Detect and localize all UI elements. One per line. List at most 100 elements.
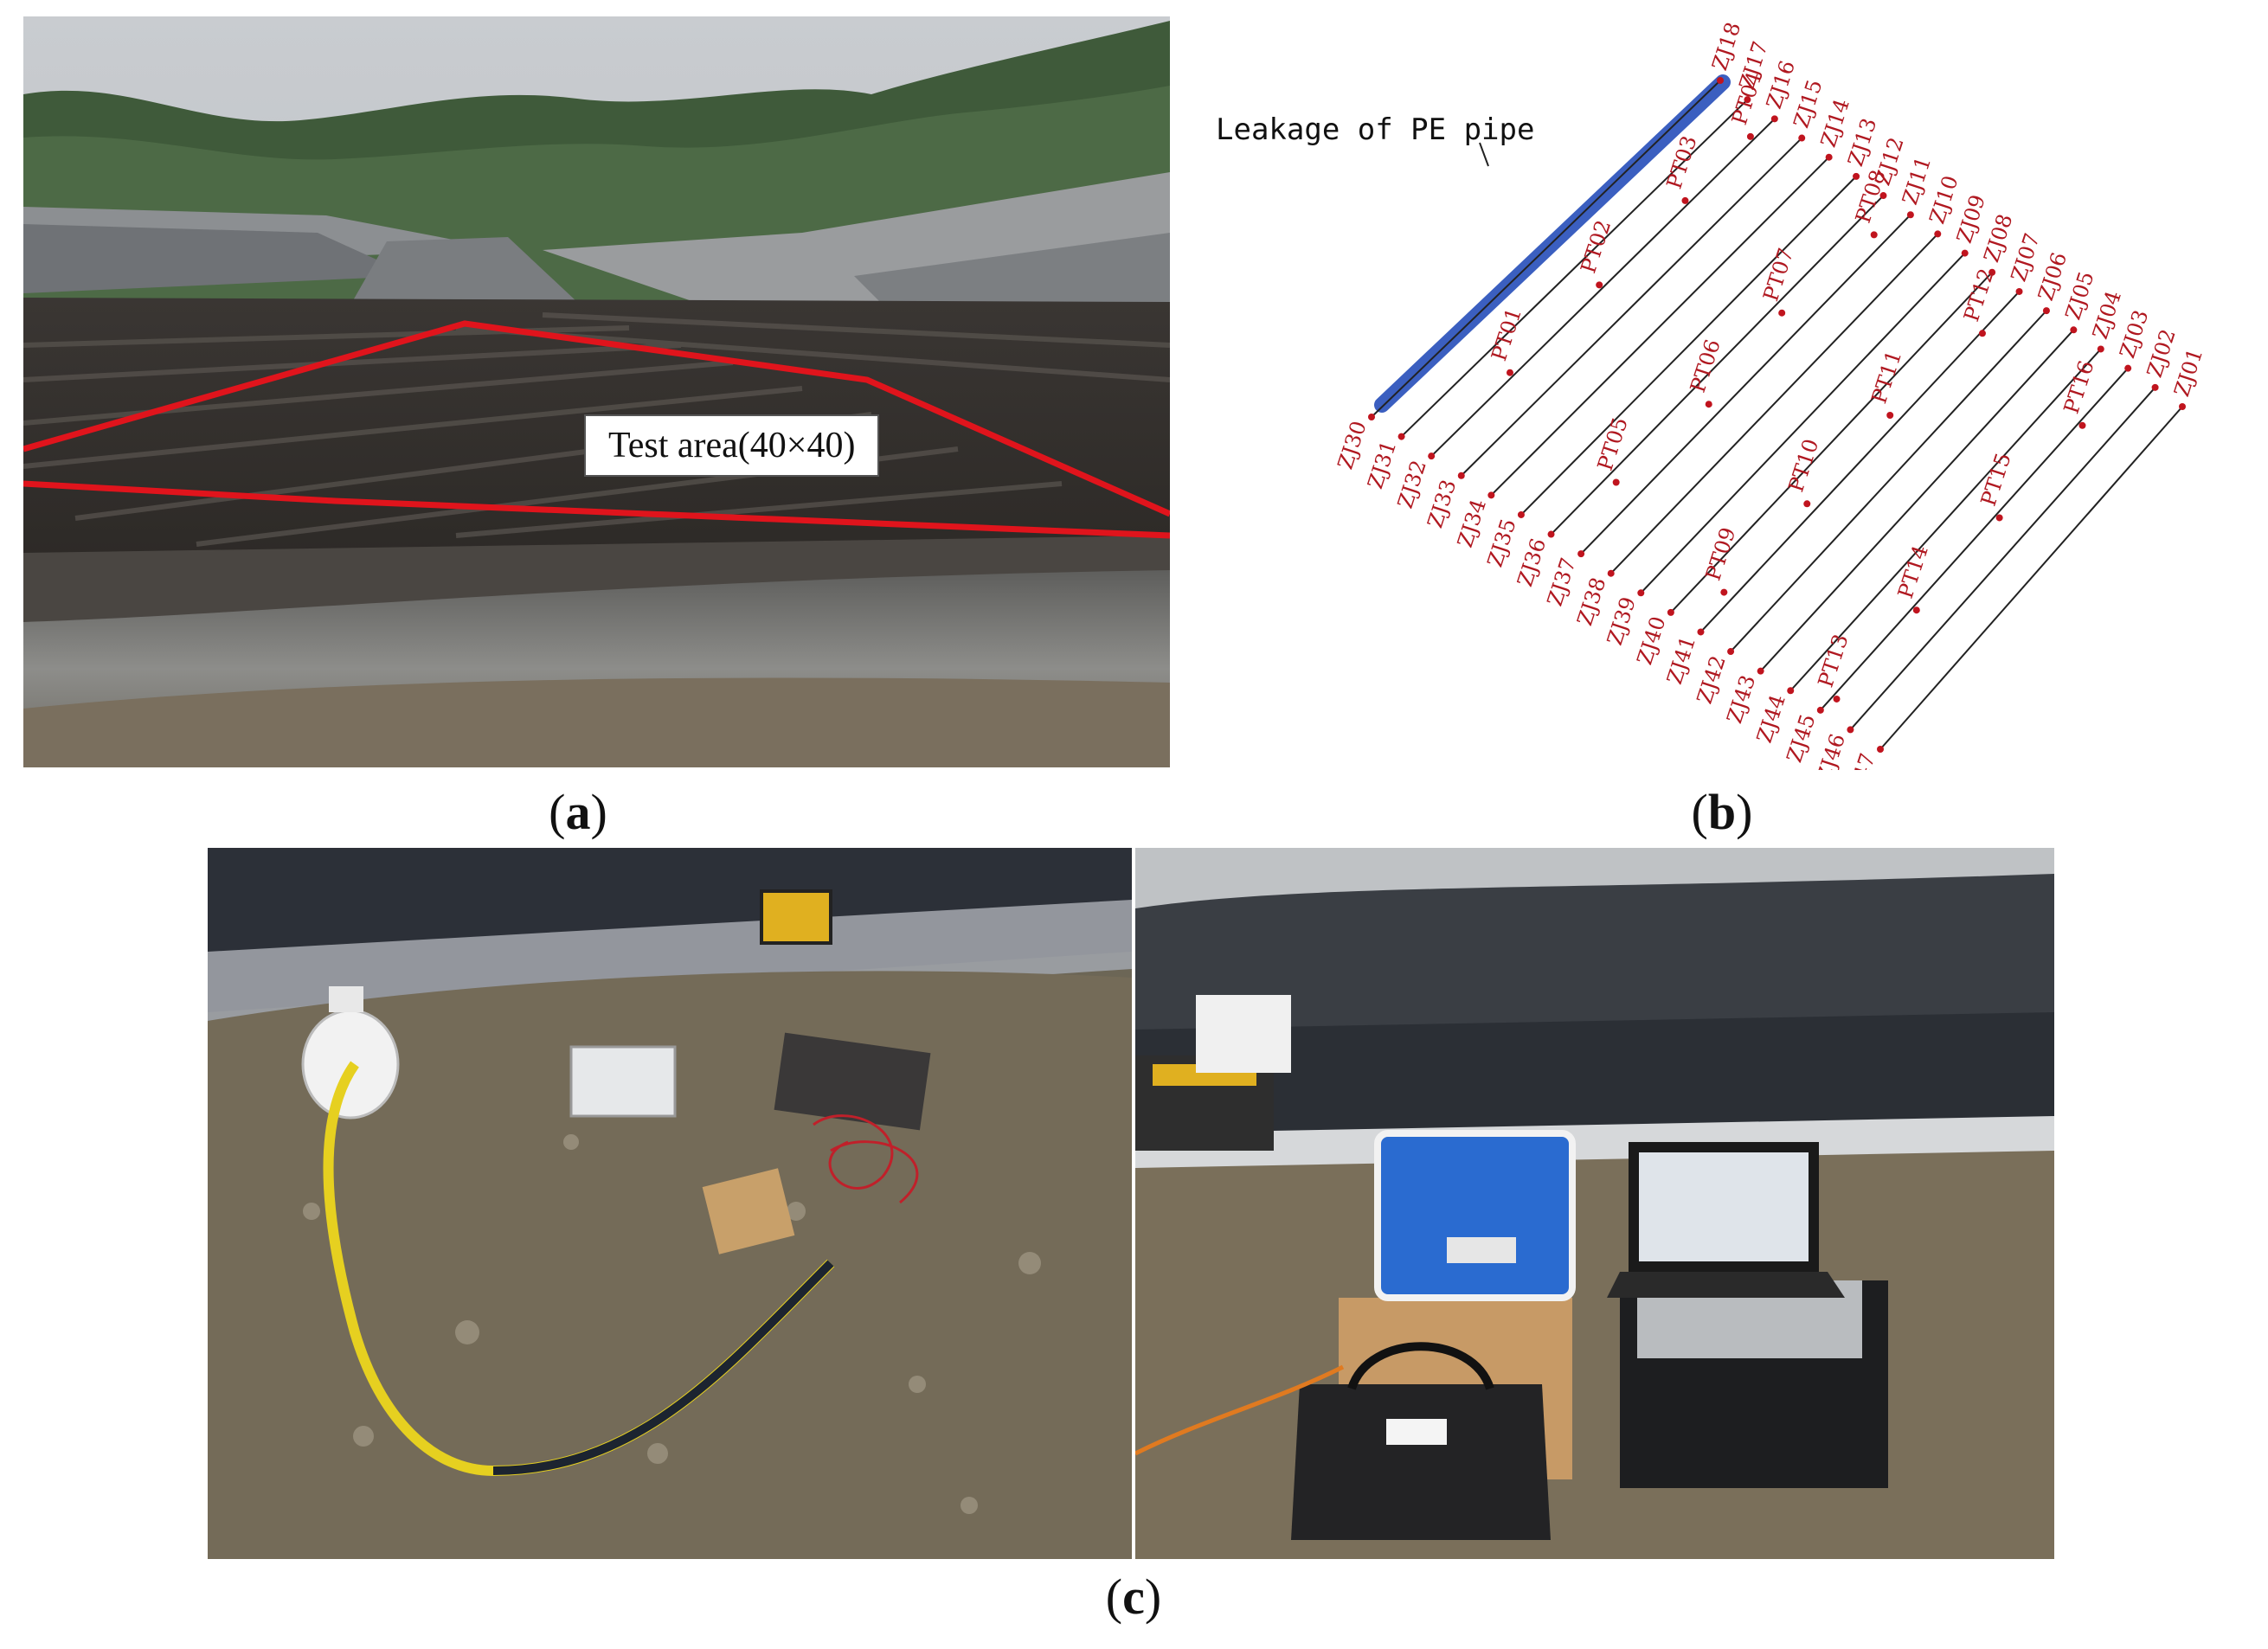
survey-point-zj14 bbox=[1825, 153, 1833, 161]
point-label-zj31: ZJ31 bbox=[1363, 438, 1401, 492]
survey-point-zj33 bbox=[1457, 472, 1465, 479]
pt-point-pt13 bbox=[1833, 695, 1841, 703]
survey-point-zj37 bbox=[1577, 550, 1585, 558]
pt-label-pt06: PT06 bbox=[1686, 337, 1725, 395]
point-label-zj38: ZJ38 bbox=[1572, 574, 1610, 629]
pt-point-pt11 bbox=[1886, 412, 1894, 420]
point-label-zj34: ZJ34 bbox=[1453, 497, 1491, 551]
pt-label-pt11: PT11 bbox=[1866, 348, 1906, 407]
point-label-zj09: ZJ09 bbox=[1952, 192, 1990, 247]
point-label-zj42: ZJ42 bbox=[1693, 652, 1731, 707]
point-label-zj03: ZJ03 bbox=[2115, 307, 2153, 362]
survey-point-zj08 bbox=[1989, 268, 1996, 276]
point-label-zj02: ZJ02 bbox=[2143, 326, 2181, 381]
point-label-zj40: ZJ40 bbox=[1632, 613, 1670, 668]
point-label-zj13: ZJ13 bbox=[1843, 115, 1881, 170]
survey-point-zj43 bbox=[1757, 667, 1764, 675]
survey-point-zj15 bbox=[1798, 134, 1806, 142]
pt-label-pt01: PT01 bbox=[1487, 305, 1526, 363]
survey-line bbox=[1371, 80, 1721, 418]
pt-point-pt16 bbox=[2078, 421, 2086, 429]
caption-a: (a) bbox=[549, 784, 607, 840]
pt-label-pt12: PT12 bbox=[1959, 266, 1999, 324]
survey-point-zj12 bbox=[1879, 192, 1887, 200]
point-label-zj35: ZJ35 bbox=[1482, 516, 1520, 570]
survey-point-zj41 bbox=[1697, 628, 1705, 636]
survey-point-zj42 bbox=[1727, 648, 1735, 656]
point-label-zj47: ZJ47 bbox=[1842, 750, 1880, 770]
survey-line bbox=[1400, 99, 1749, 438]
survey-line bbox=[1550, 195, 1885, 536]
caption-c: (c) bbox=[1105, 1569, 1162, 1625]
point-label-zj32: ZJ32 bbox=[1393, 457, 1431, 511]
caption-b: (b) bbox=[1691, 784, 1753, 840]
survey-point-zj02 bbox=[2151, 383, 2159, 391]
pt-point-pt04 bbox=[1746, 132, 1754, 140]
survey-point-zj11 bbox=[1906, 211, 1914, 219]
point-label-zj07: ZJ07 bbox=[2007, 230, 2045, 285]
pt-point-pt06 bbox=[1705, 401, 1712, 408]
survey-point-zj03 bbox=[2124, 364, 2132, 372]
leak-arrow bbox=[1479, 142, 1489, 167]
survey-line bbox=[1820, 367, 2129, 711]
survey-point-zj35 bbox=[1517, 510, 1525, 518]
point-label-zj33: ZJ33 bbox=[1423, 477, 1461, 531]
survey-point-zj07 bbox=[2015, 287, 2023, 295]
point-label-zj10: ZJ10 bbox=[1924, 173, 1963, 228]
survey-point-zj39 bbox=[1637, 589, 1645, 597]
point-label-zj01: ZJ01 bbox=[2169, 345, 2207, 400]
survey-point-zj10 bbox=[1934, 230, 1942, 238]
pt-point-pt14 bbox=[1912, 606, 1920, 614]
pt-point-pt15 bbox=[1995, 514, 2003, 522]
pt-label-pt05: PT05 bbox=[1593, 414, 1633, 473]
equipment-ground-scene bbox=[208, 848, 1132, 1559]
point-label-zj11: ZJ11 bbox=[1898, 153, 1936, 208]
survey-line bbox=[1849, 387, 2156, 731]
point-label-zj16: ZJ16 bbox=[1762, 57, 1800, 112]
survey-line bbox=[1430, 118, 1776, 457]
pt-point-pt01 bbox=[1506, 369, 1513, 376]
pt-point-pt10 bbox=[1803, 500, 1811, 508]
survey-line bbox=[1580, 214, 1911, 555]
survey-line bbox=[1730, 310, 2047, 652]
survey-point-zj40 bbox=[1667, 608, 1674, 616]
point-label-zj08: ZJ08 bbox=[1979, 211, 2017, 266]
pt-point-pt08 bbox=[1870, 231, 1878, 239]
survey-line bbox=[1461, 137, 1802, 477]
monitoring-station-scene bbox=[1135, 848, 2054, 1559]
survey-line bbox=[1640, 252, 1966, 594]
survey-line bbox=[1670, 272, 1993, 613]
point-label-zj37: ZJ37 bbox=[1543, 555, 1581, 609]
survey-point-zj09 bbox=[1961, 249, 1969, 257]
point-label-zj46: ZJ46 bbox=[1812, 731, 1850, 770]
point-label-zj30: ZJ30 bbox=[1333, 418, 1372, 472]
point-label-zj15: ZJ15 bbox=[1789, 77, 1827, 132]
point-label-zj14: ZJ14 bbox=[1816, 96, 1854, 151]
survey-line bbox=[1759, 329, 2075, 672]
point-label-zj36: ZJ36 bbox=[1513, 536, 1551, 590]
survey-point-zj17 bbox=[1744, 96, 1751, 104]
point-label-zj05: ZJ05 bbox=[2060, 268, 2098, 323]
survey-point-zj46 bbox=[1847, 726, 1854, 734]
survey-point-zj16 bbox=[1770, 115, 1778, 123]
point-label-zj43: ZJ43 bbox=[1722, 672, 1760, 727]
survey-line bbox=[1490, 156, 1830, 497]
survey-point-zj13 bbox=[1853, 172, 1860, 180]
landfill-scene bbox=[23, 16, 1170, 767]
point-label-zj04: ZJ04 bbox=[2088, 288, 2126, 343]
point-layout-svg: ZJ18ZJ30ZJ17ZJ31ZJ16ZJ32ZJ15ZJ33ZJ14ZJ34… bbox=[1333, 19, 2208, 770]
survey-line bbox=[1879, 406, 2183, 750]
survey-point-zj04 bbox=[2097, 345, 2104, 353]
pt-label-pt09: PT09 bbox=[1700, 524, 1740, 583]
pt-point-pt03 bbox=[1681, 196, 1689, 204]
pt-point-pt09 bbox=[1720, 588, 1728, 596]
survey-point-zj18 bbox=[1717, 77, 1724, 84]
point-label-zj44: ZJ44 bbox=[1752, 691, 1790, 746]
survey-point-zj31 bbox=[1397, 433, 1405, 440]
survey-point-zj45 bbox=[1816, 706, 1824, 714]
survey-point-zj06 bbox=[2042, 307, 2050, 315]
point-label-zj45: ZJ45 bbox=[1782, 711, 1820, 766]
survey-point-zj30 bbox=[1368, 414, 1375, 420]
leak-label: Leakage of PE pipe bbox=[1216, 112, 1535, 147]
